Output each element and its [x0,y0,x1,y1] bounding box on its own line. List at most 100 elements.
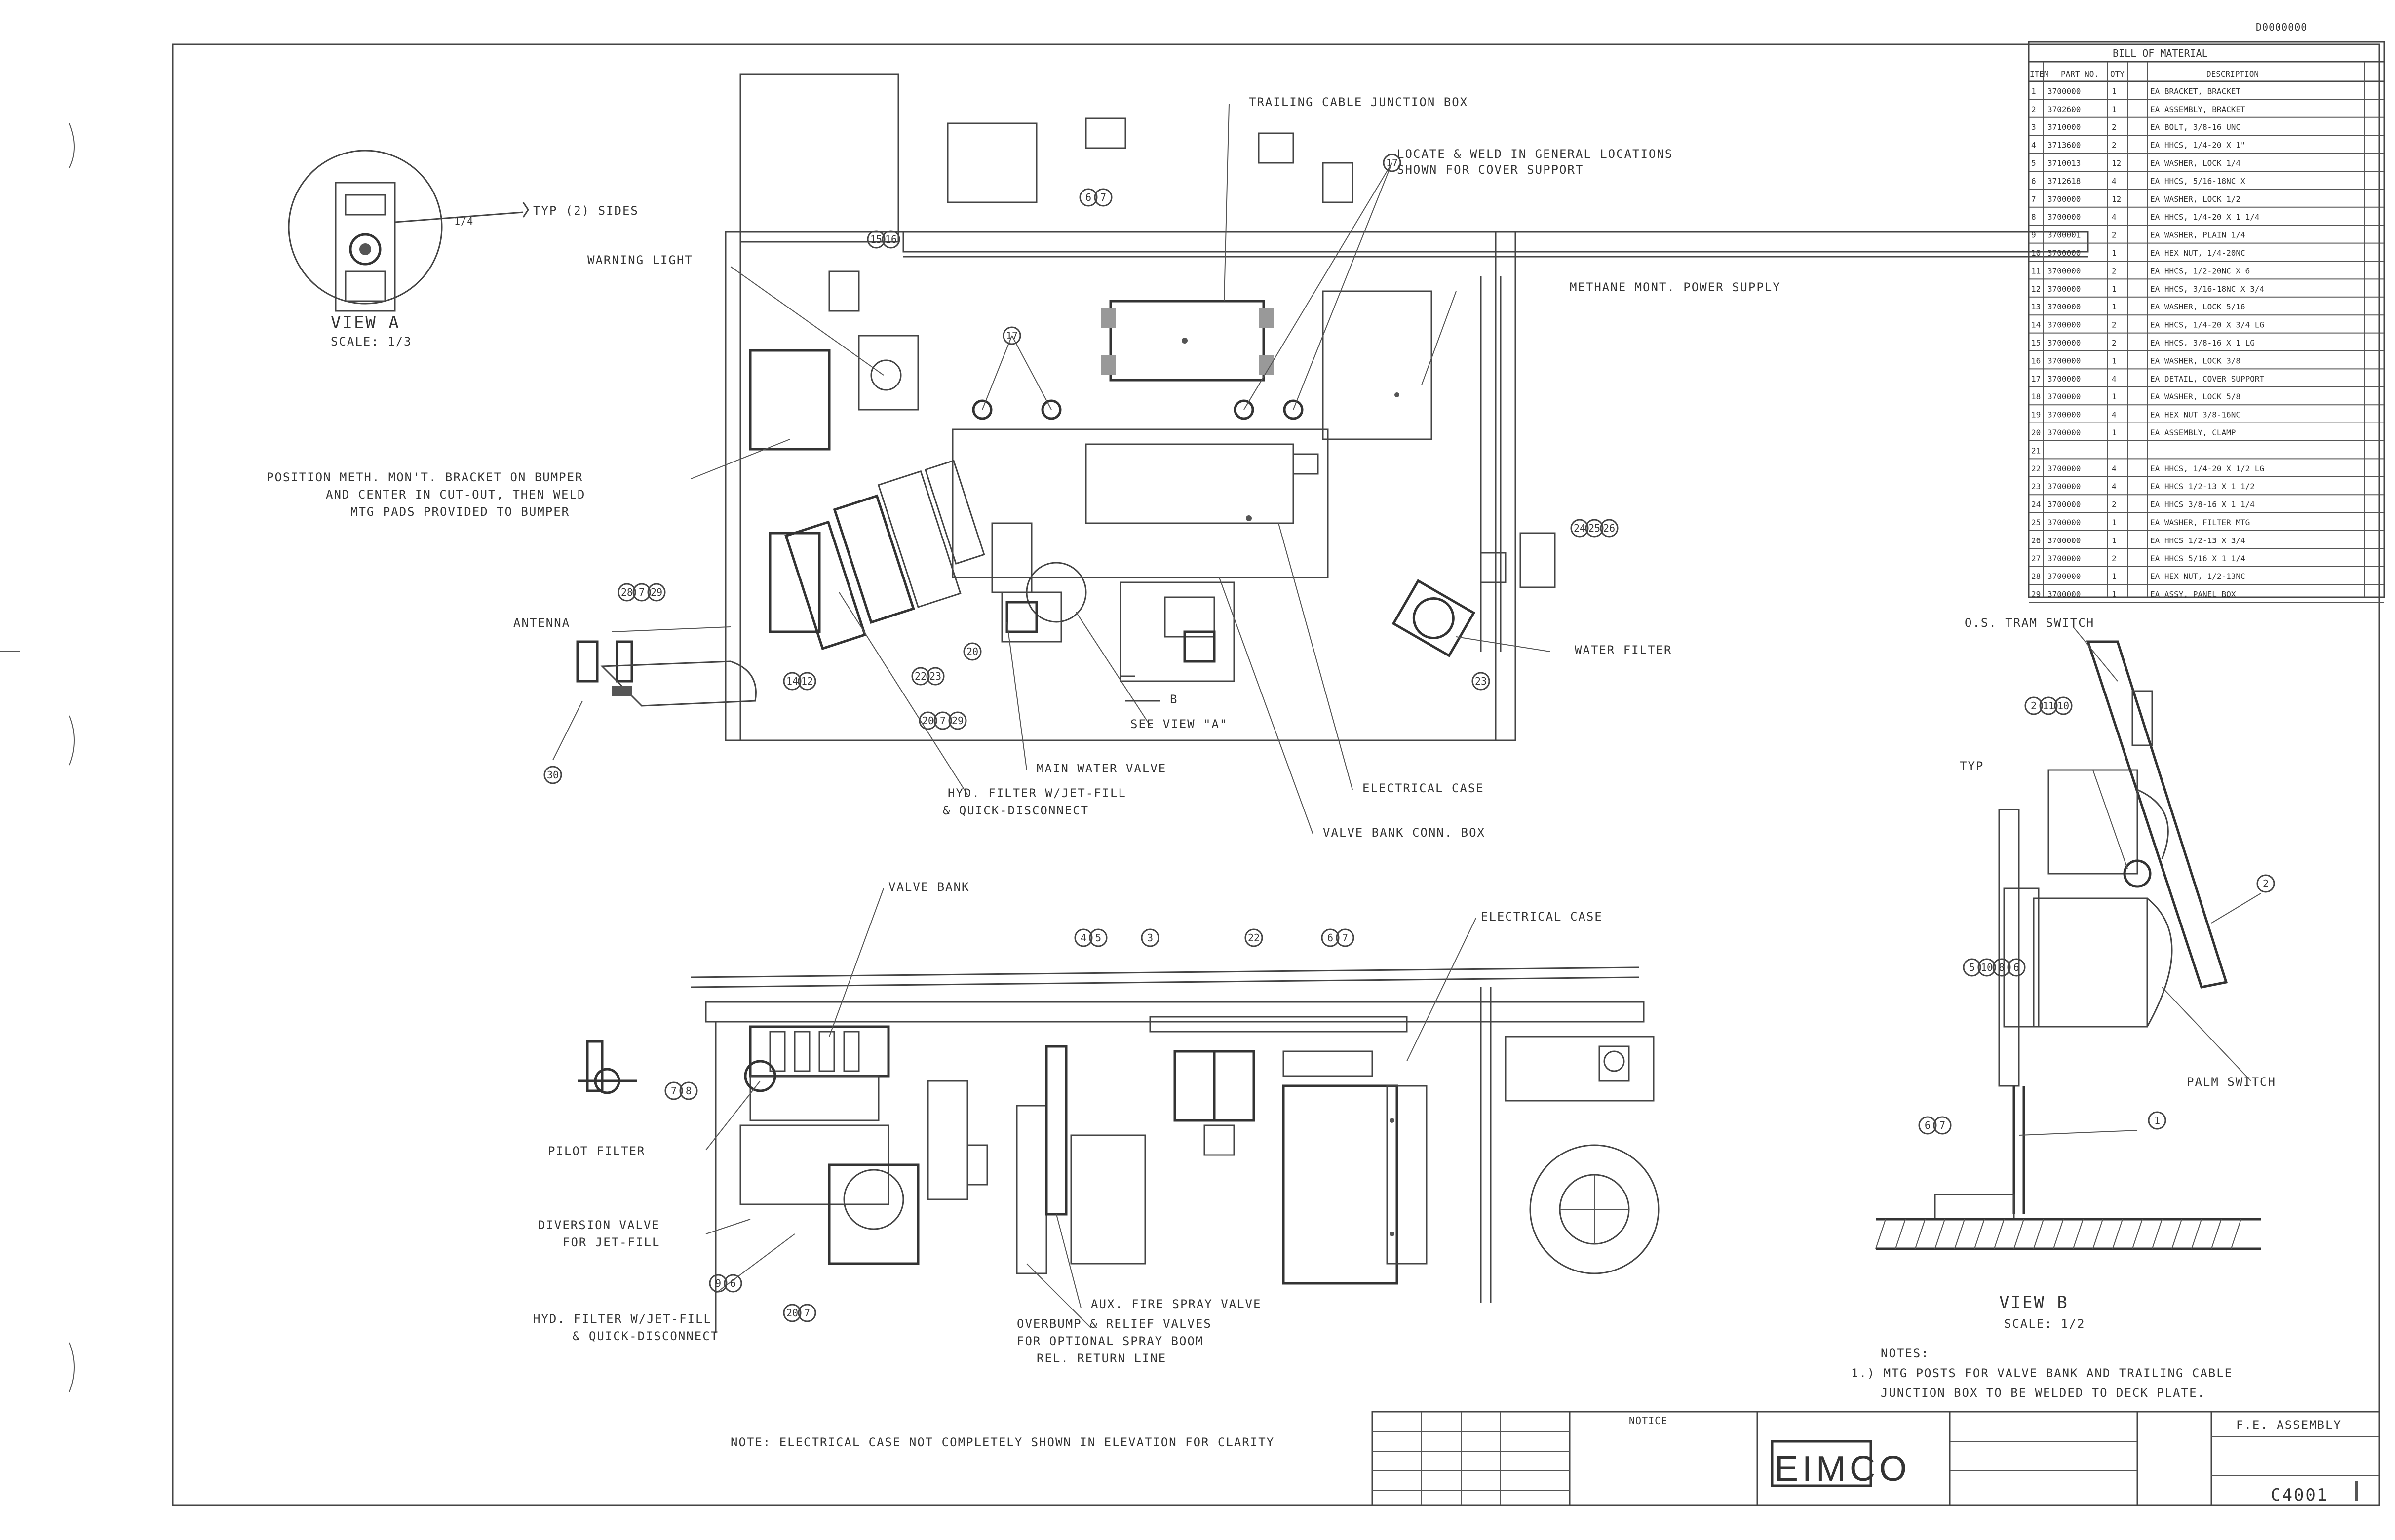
label-overbump-3: REL. RETURN LINE [1037,1351,1166,1365]
label-hyd-filter-b2: & QUICK-DISCONNECT [573,1329,719,1343]
notice-title: NOTICE [1629,1415,1667,1426]
balloon-circle [933,711,952,730]
bom-cell: 4 [2112,176,2117,186]
typ-sides-label: TYP (2) SIDES [533,204,639,218]
balloon-circle [724,1274,742,1293]
bom-cell: EA WASHER, LOCK 1/4 [2150,158,2240,168]
bom-cell: 3700000 [2047,482,2081,491]
bom-header-part: PART NO. [2061,69,2099,78]
bom-cell: 2 [2112,500,2117,509]
bom-title: BILL OF MATERIAL [2113,47,2208,59]
balloon-circle [2256,874,2275,893]
bom-cell: 25 [2031,518,2041,527]
bom-cell: 26 [2031,536,2041,545]
balloon-number: 26 [1603,522,1615,534]
balloon-number: 1 [2154,1115,2160,1126]
drawing-number: C4001 [2271,1485,2328,1505]
view-b-title: VIEW B [1999,1293,2069,1312]
balloon-number: 20 [966,646,978,657]
bom-cell: 28 [2031,572,2041,581]
bom-cell: 1 [2112,105,2117,114]
balloon-circle [2007,958,2026,977]
label-view-b-arrow: B [1170,693,1178,706]
balloon-number: 9 [715,1277,721,1289]
label-hyd-filter-b1: HYD. FILTER W/JET-FILL [533,1312,712,1326]
balloon-circle [1321,928,1340,947]
bom-cell: 1 [2112,392,2117,401]
bom-cell: 4 [2112,464,2117,473]
bom-cell: EA HHCS, 5/16-18NC X [2150,176,2245,186]
balloon-circle [948,711,967,730]
balloon-number: 2 [2031,700,2037,712]
bom-cell: EA HHCS, 1/2-20NC X 6 [2150,266,2250,275]
bom-cell: 10 [2031,248,2041,258]
label-palm-switch: PALM SWITCH [2187,1075,2276,1089]
title-block [1371,1411,2380,1506]
balloon-number: 7 [639,586,645,598]
balloon-callout: 23 [1471,672,1490,691]
view-b-detail [1875,626,2261,1250]
balloon-circle [1003,326,1021,345]
bom-cell: 8 [2031,212,2036,222]
bom-cell: 3702600 [2047,105,2081,114]
balloon-circle [543,766,562,784]
balloon-circle [1141,928,1159,947]
label-locate-weld-2: SHOWN FOR COVER SUPPORT [1397,163,1584,177]
bom-cell: 13 [2031,302,2041,311]
view-a-detail [288,150,529,312]
balloon-number: 6 [730,1277,736,1289]
balloon-callout: 30 [543,766,562,784]
balloon-number: 5 [1095,932,1101,944]
bom-cell: 4 [2112,374,2117,384]
balloon-number: 7 [1100,192,1106,203]
bom-cell: 1 [2112,284,2117,294]
bom-cell: 3712618 [2047,176,2081,186]
bom-cell: 3700000 [2047,266,2081,275]
bom-header-item: ITEM [2030,69,2049,78]
bom-cell: 3713600 [2047,141,2081,150]
label-trailing-cable-box: TRAILING CABLE JUNCTION BOX [1249,95,1468,109]
label-electrical-case: ELECTRICAL CASE [1362,781,1484,795]
balloon-circle [1094,188,1113,207]
balloon-number: 7 [804,1307,810,1319]
bom-cell: 2 [2031,105,2036,114]
bom-cell: 19 [2031,410,2041,420]
balloon-circle [1933,1116,1952,1135]
balloon-circle [783,1304,802,1322]
bom-cell: 3700000 [2047,410,2081,420]
balloon-number: 29 [651,586,662,598]
balloon-number: 2 [2263,878,2269,889]
label-locate-weld: LOCATE & WELD IN GENERAL LOCATIONS [1397,147,1673,161]
bom-cell: EA ASSEMBLY, BRACKET [2150,105,2245,114]
bom-cell: EA WASHER, LOCK 5/8 [2150,392,2240,401]
bom-cell: 3700000 [2047,194,2081,204]
balloon-number: 24 [1574,522,1585,534]
bom-cell: 17 [2031,374,2041,384]
balloon-circle [2024,696,2043,715]
bom-cell: 2 [2112,231,2117,240]
balloon-circle [709,1274,728,1293]
balloon-circle [1471,672,1490,691]
bom-cell: 3700000 [2047,356,2081,365]
label-antenna: ANTENNA [513,616,570,630]
bom-header-qty: QTY [2110,69,2125,78]
balloon-callout: 17 [1383,154,1401,172]
balloon-number: 22 [1248,932,1260,944]
balloon-circle [1074,928,1093,947]
notes-title: NOTES: [1881,1347,1930,1360]
balloon-circle [1600,519,1619,538]
label-hyd-filter-1: HYD. FILTER W/JET-FILL [948,786,1126,800]
label-position-note-3: MTG PADS PROVIDED TO BUMPER [350,505,570,519]
bom-cell: EA HHCS, 1/4-20 X 1 1/4 [2150,212,2260,222]
balloon-number: 23 [1475,675,1487,687]
bom-cell: EA WASHER, PLAIN 1/4 [2150,231,2245,240]
drawing-border [172,43,2380,1506]
